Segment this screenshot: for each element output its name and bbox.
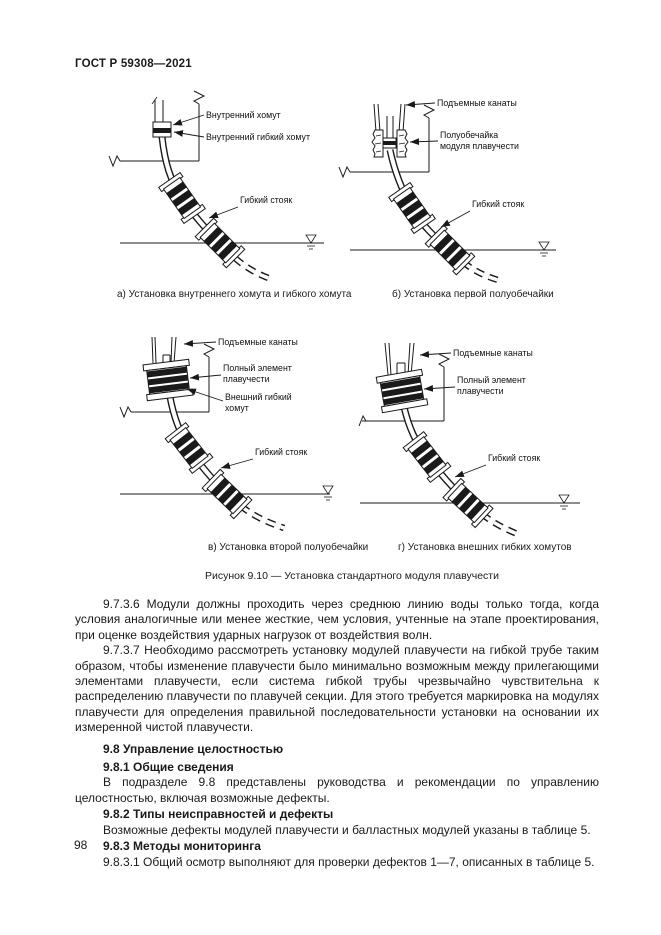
diagram-label: Внутренний хомут [206, 110, 281, 120]
paragraph-9-8-3-1: 9.8.3.1 Общий осмотр выполняют для прове… [103, 854, 595, 869]
diagram-label: Гибкий стояк [255, 447, 307, 457]
paragraph-9-8-1: В подразделе 9.8 представлены руководств… [75, 775, 599, 805]
diagram-label: Подъемные канаты [437, 98, 517, 108]
paragraph-9-8-2: Возможные дефекты модулей плавучести и б… [103, 822, 591, 837]
diagram-label: Гибкий стояк [472, 199, 524, 209]
leader-arrow [220, 458, 254, 469]
diagram-label: Полный элемент [223, 363, 292, 373]
paragraph-9-7-3-6: 9.7.3.6 Модули должны проходить через ср… [75, 597, 599, 642]
diagram-label: Подъемные канаты [453, 348, 533, 358]
buoyancy-module [201, 468, 253, 520]
full-buoyancy-module [375, 368, 429, 414]
leader-arrow [186, 388, 224, 402]
inner-clamp [152, 121, 172, 138]
top-pipe [386, 116, 394, 140]
leader-arrow [440, 210, 471, 228]
figure-caption: Рисунок 9.10 — Установка стандартного мо… [205, 570, 499, 582]
heading-9-8: 9.8 Управление целостностью [103, 741, 284, 756]
buoyancy-module [164, 421, 214, 475]
leader-arrow [409, 138, 439, 146]
leader-arrow [405, 100, 436, 108]
panel-a-diagram: Внутренний хомут Внутренний гибкий хомут… [108, 90, 324, 283]
diagram-label: Подъемные канаты [218, 337, 298, 347]
panel-g-diagram: Подъемные канаты Полный элемент плавучес… [358, 342, 580, 539]
heading-9-8-1: 9.8.1 Общие сведения [103, 760, 234, 775]
top-pipe [151, 96, 164, 122]
leader-arrow [454, 464, 487, 478]
heading-9-8-3: 9.8.3 Методы мониторинга [103, 839, 261, 854]
water-level-icon [558, 494, 570, 510]
panel-caption-v: в) Установка второй полуобечайки [208, 542, 369, 553]
platform-boundary [338, 104, 436, 179]
panel-b-diagram: Подъемные канаты Полуобечайка модуля пла… [338, 98, 556, 284]
leader-arrow [419, 351, 452, 358]
diagram-label: плавучести [457, 386, 504, 396]
leader-arrow [172, 114, 205, 126]
panel-caption-b: б) Установка первой полуобечайки [392, 289, 554, 300]
buoyancy-module [424, 224, 476, 276]
diagram-label: Гибкий стояк [488, 453, 540, 463]
diagram-label: модуля плавучести [440, 141, 519, 151]
water-level-icon [538, 241, 550, 257]
paragraph-9-7-3-7: 9.7.3.7 Необходимо рассмотреть установку… [75, 643, 599, 735]
body-text: 9.7.3.6 Модули должны проходить через ср… [75, 597, 599, 870]
water-level-icon [305, 234, 317, 250]
leader-arrow [423, 385, 456, 392]
diagram-label: плавучести [223, 374, 270, 384]
leader-arrow [189, 373, 222, 381]
leader-arrow [173, 130, 205, 138]
buoyancy-module [442, 477, 494, 529]
diagram-label: Полуобечайка [440, 130, 498, 140]
buoyancy-module [388, 181, 436, 235]
half-shell [371, 129, 409, 158]
diagram-label: Гибкий стояк [240, 195, 292, 205]
buoyancy-module [194, 217, 246, 269]
heading-9-8-2: 9.8.2 Типы неисправностей и дефекты [103, 807, 334, 822]
page-number: 98 [74, 838, 88, 852]
figure-panel-b: Подъемные канаты Полуобечайка модуля пла… [338, 88, 588, 288]
leader-arrow [183, 340, 217, 347]
diagram-label: Внешний гибкий [225, 392, 292, 402]
riser-pipe [400, 406, 522, 539]
buoyancy-module [402, 430, 452, 484]
panel-v-diagram: Подъемные канаты Полный элемент плавучес… [119, 336, 334, 532]
lifting-ropes [373, 103, 406, 133]
buoyancy-module [158, 171, 206, 225]
diagram-label: хомут [225, 403, 249, 413]
leader-arrow [208, 206, 239, 219]
figure-panel-v: Подъемные канаты Полный элемент плавучес… [108, 333, 358, 540]
inner-clamp [382, 137, 397, 149]
diagram-label: Внутренний гибкий хомут [206, 132, 310, 142]
figure-panel-a: Внутренний хомут Внутренний гибкий хомут… [108, 88, 350, 288]
platform-boundary [358, 353, 451, 427]
lifting-ropes [151, 336, 177, 364]
figure-panel-g: Подъемные канаты Полный элемент плавучес… [358, 333, 608, 540]
document-title: ГОСТ Р 59308—2021 [75, 58, 192, 70]
water-level-icon [322, 485, 334, 501]
panel-caption-a: а) Установка внутреннего хомута и гибког… [117, 289, 352, 300]
panel-caption-g: г) Установка внешних гибких хомутов [398, 542, 572, 553]
platform-boundary [108, 90, 206, 168]
lifting-ropes [384, 342, 415, 376]
diagram-label: Полный элемент [457, 375, 526, 385]
full-buoyancy-module [142, 358, 194, 402]
